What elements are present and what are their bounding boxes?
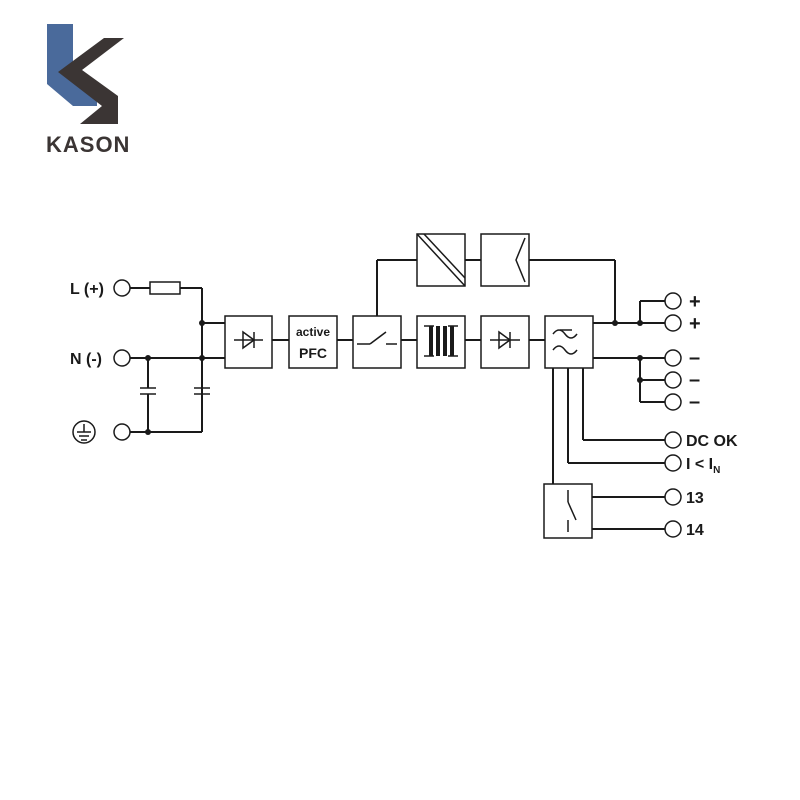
ground-terminal: [113, 423, 131, 441]
output-terminal-minus-1: [664, 349, 682, 367]
pfc-label-top: active: [296, 325, 330, 339]
pfc-block: active PFC: [288, 315, 338, 369]
ground-icon: [72, 420, 96, 444]
minus-label-3: –: [689, 391, 700, 413]
relay-block: [543, 483, 593, 539]
current-label: I < IN: [686, 456, 720, 476]
opto-block: [416, 233, 466, 287]
neutral-terminal: [113, 349, 131, 367]
output-rectifier-block: [480, 315, 530, 369]
main-chain-wiring: [272, 259, 616, 341]
rectifier-block: [224, 315, 273, 369]
minus-label-1: –: [689, 347, 700, 369]
filter-block: [544, 315, 594, 369]
output-terminal-minus-3: [664, 393, 682, 411]
line-terminal: [113, 279, 131, 297]
pfc-label-bottom: PFC: [299, 345, 327, 361]
dc-ok-label: DC OK: [686, 433, 738, 450]
neutral-input-label: N (-): [70, 351, 102, 368]
plus-label-1: +: [689, 291, 701, 313]
transformer-block: [416, 315, 466, 369]
input-wiring: [130, 281, 225, 435]
kason-logo: KASON: [46, 24, 130, 157]
line-input-label: L (+): [70, 281, 104, 298]
logo-text: KASON: [46, 132, 130, 157]
output-wiring: [552, 300, 665, 530]
current-label-subscript: N: [713, 465, 720, 476]
current-label-main: I < I: [686, 456, 713, 473]
current-terminal: [664, 454, 682, 472]
minus-label-2: –: [689, 369, 700, 391]
relay-terminal-14: [664, 520, 682, 538]
logo-gray-shape: [58, 38, 124, 124]
control-block: [480, 233, 530, 287]
output-terminal-minus-2: [664, 371, 682, 389]
plus-label-2: +: [689, 313, 701, 335]
output-terminal-plus-1: [664, 292, 682, 310]
relay-terminal-13: [664, 488, 682, 506]
output-terminal-plus-2: [664, 314, 682, 332]
relay-label-14: 14: [686, 522, 704, 539]
relay-label-13: 13: [686, 490, 704, 507]
dc-ok-terminal: [664, 431, 682, 449]
switch-block: [352, 315, 402, 369]
fuse-symbol: [149, 281, 181, 295]
